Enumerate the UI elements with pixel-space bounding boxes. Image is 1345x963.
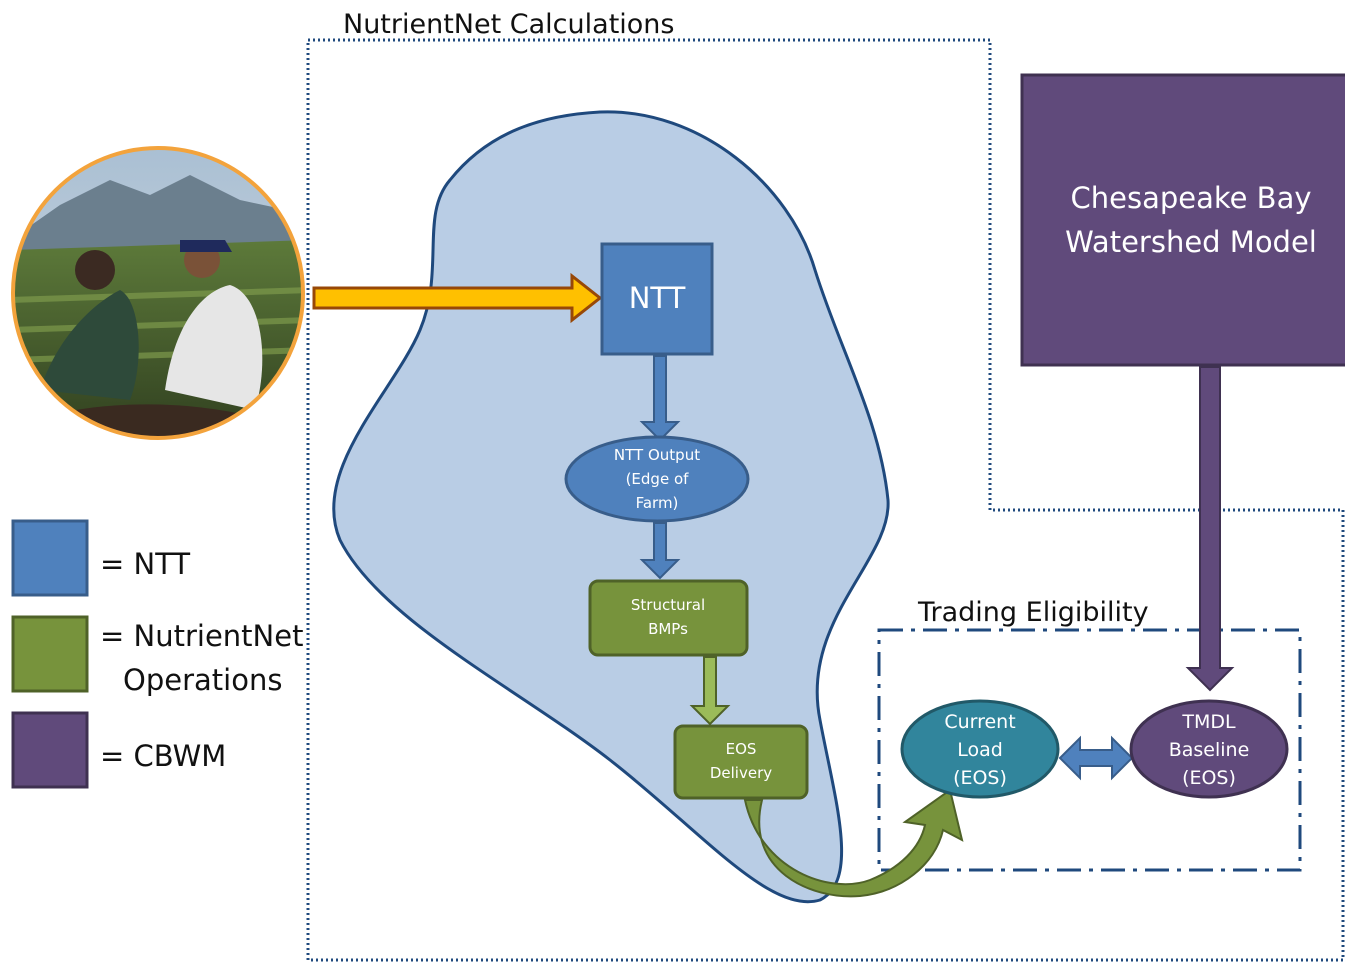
double-arrow-comparison [1058,735,1134,781]
curved-arrow-eos-to-current-load [743,788,964,898]
structural-bmps-line-2: BMPs [648,620,688,638]
legend: = NTT = NutrientNet Operations = CBWM [11,519,303,789]
current-load-line-2: Load [957,739,1003,761]
cbwm-line-2: Watershed Model [1065,225,1317,259]
input-arrow [312,272,603,324]
current-load-ellipse: Current Load (EOS) [900,699,1060,799]
ntt-output-ellipse: NTT Output (Edge of Farm) [564,435,750,523]
nutrientnet-region-title: NutrientNet Calculations [343,9,674,40]
cbwm-box: Chesapeake Bay Watershed Model [1020,73,1345,367]
legend-swatch-ntt [11,519,89,597]
legend-label-cbwm: = CBWM [100,739,226,773]
tmdl-baseline-line-3: (EOS) [1182,767,1236,789]
structural-bmps-line-1: Structural [631,596,705,614]
eos-delivery-line-2: Delivery [710,764,772,782]
current-load-line-1: Current [944,711,1015,733]
ntt-output-line-3: Farm) [636,494,679,512]
tmdl-baseline-ellipse: TMDL Baseline (EOS) [1129,699,1289,799]
trading-region-title: Trading Eligibility [917,597,1149,628]
arrow-cbwm-to-tmdl [1185,366,1235,692]
arrow-bmps-to-eos [689,656,731,726]
legend-item-ntt: = NTT [11,519,190,597]
ntt-box: NTT [600,242,714,356]
eos-delivery-box: EOS Delivery [673,724,809,800]
legend-item-cbwm: = CBWM [11,711,226,789]
cbwm-line-1: Chesapeake Bay [1070,181,1311,215]
legend-label-operations-line-2: Operations [123,663,282,697]
legend-item-operations: = NutrientNet Operations [11,615,303,697]
eos-delivery-line-1: EOS [726,740,757,758]
legend-label-ntt: = NTT [100,547,190,581]
ntt-output-line-1: NTT Output [614,446,700,464]
ntt-label: NTT [629,281,686,315]
tmdl-baseline-line-1: TMDL [1181,711,1236,733]
legend-label-operations-line-1: = NutrientNet [100,619,303,653]
nutrientnet-calculations-region: NutrientNet Calculations [306,9,1345,962]
tmdl-baseline-line-2: Baseline [1169,739,1250,761]
current-load-line-3: (EOS) [953,767,1007,789]
legend-swatch-cbwm [11,711,89,789]
structural-bmps-box: Structural BMPs [588,579,749,657]
legend-swatch-operations [11,615,89,693]
arrow-output-to-bmps [639,522,681,580]
ntt-output-line-2: (Edge of [626,470,690,488]
farmers-in-field-photo [11,146,305,440]
arrow-ntt-to-output [639,355,681,442]
trading-eligibility-region: Trading Eligibility [877,597,1302,872]
